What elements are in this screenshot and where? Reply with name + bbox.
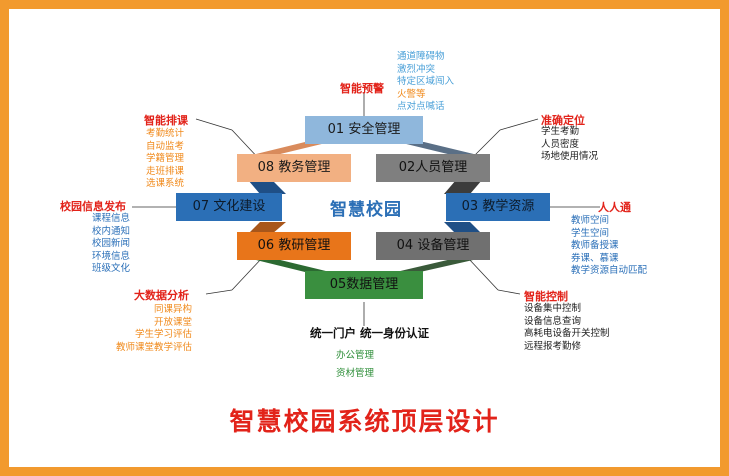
list-item: 激烈冲突	[397, 63, 436, 75]
page-title: 智慧校园系统顶层设计	[229, 407, 500, 436]
equipment-list: 设备集中控制 设备信息查询 高耗电设备开关控制 远程报考勤修	[524, 303, 610, 353]
module-01-safety[interactable]: 01 安全管理	[305, 116, 423, 144]
list-item: 校园新闻	[92, 238, 131, 250]
module-06-label: 06 教研管理	[257, 238, 331, 253]
list-item: 考勤统计	[146, 128, 185, 139]
equipment-heading: 智能控制	[524, 290, 568, 303]
module-06-research[interactable]: 06 教研管理	[237, 232, 351, 260]
list-item: 场地使用情况	[541, 151, 599, 163]
affairs-heading: 智能排课	[144, 114, 188, 127]
list-item: 通道障碍物	[397, 51, 445, 62]
list-item: 特定区域闯入	[397, 76, 455, 88]
list-item: 办公管理	[336, 350, 375, 361]
list-item: 走班排课	[146, 165, 185, 177]
module-05-data[interactable]: 05数据管理	[305, 271, 423, 299]
line-equipment	[467, 257, 499, 291]
list-item: 人员密度	[541, 138, 580, 150]
personnel-list: 学生考勤 人员密度 场地使用情况	[541, 126, 598, 164]
list-item: 开放课堂	[153, 316, 192, 328]
resources-list: 教师空间 学生空间 教师备授课 券课、慕课 教学资源自动匹配	[571, 215, 647, 278]
list-item: 选课系统	[146, 178, 185, 190]
module-08-label: 08 教务管理	[257, 160, 331, 175]
module-03-label: 03 教学资源	[461, 199, 535, 214]
list-item: 学生学习评估	[134, 329, 192, 341]
list-item: 火警等	[397, 88, 426, 100]
ribbon-02-03	[444, 180, 482, 194]
list-item: 课程信息	[92, 213, 131, 224]
module-02-personnel[interactable]: 02人员管理	[376, 154, 490, 182]
module-07-label: 07 文化建设	[192, 199, 266, 214]
resources-heading: 人人通	[598, 201, 631, 214]
list-item: 校内通知	[92, 225, 131, 237]
list-item: 教师备授课	[571, 240, 619, 252]
ribbon-01-08	[248, 142, 330, 156]
safety-heading: 智能预警	[340, 82, 384, 95]
list-item: 点对点喊话	[397, 101, 445, 113]
personnel-heading: 准确定位	[541, 114, 585, 127]
module-05-label: 05数据管理	[329, 277, 399, 292]
module-07-culture[interactable]: 07 文化建设	[176, 193, 282, 221]
list-item: 设备信息查询	[524, 315, 582, 327]
ribbon-06-05	[248, 258, 330, 272]
list-item: 自动监考	[146, 140, 185, 152]
list-item: 学生空间	[571, 227, 610, 239]
safety-list: 通道障碍物 激烈冲突 特定区域闯入 火警等 点对点喊话	[397, 51, 454, 114]
affairs-list: 考勤统计 自动监考 学籍管理 走班排课 选课系统	[146, 128, 184, 191]
list-item: 远程报考勤修	[524, 340, 582, 352]
research-list: 同课异构 开放课堂 学生学习评估 教师课堂教学评估	[112, 304, 192, 354]
list-item: 资材管理	[336, 368, 375, 379]
list-item: 教师课堂教学评估	[115, 341, 192, 353]
module-08-affairs[interactable]: 08 教务管理	[237, 154, 351, 182]
list-item: 学籍管理	[146, 153, 185, 165]
module-04-equipment[interactable]: 04 设备管理	[376, 232, 490, 260]
culture-list: 课程信息 校内通知 校园新闻 环境信息 班级文化	[92, 213, 130, 276]
module-04-label: 04 设备管理	[396, 238, 470, 253]
research-heading: 大数据分析	[134, 289, 189, 302]
list-item: 设备集中控制	[524, 303, 582, 314]
list-item: 教师空间	[571, 215, 610, 226]
list-item: 券课、慕课	[571, 252, 619, 264]
list-item: 高耗电设备开关控制	[524, 328, 610, 340]
ribbon-03-04	[444, 222, 482, 234]
list-item: 同课异构	[153, 304, 192, 315]
list-item: 学生考勤	[541, 126, 580, 137]
module-03-resources[interactable]: 03 教学资源	[446, 193, 550, 221]
list-item: 教学资源自动匹配	[571, 265, 648, 277]
center-label: 智慧校园	[330, 200, 402, 220]
list-item: 环境信息	[92, 250, 131, 262]
ribbon-04-05	[396, 258, 482, 272]
ribbon-01-02	[398, 142, 482, 156]
module-01-label: 01 安全管理	[327, 122, 401, 137]
data-list: 办公管理 资材管理	[336, 347, 374, 383]
ribbon-07-06	[248, 222, 286, 234]
ribbon-08-07	[248, 180, 286, 194]
module-02-label: 02人员管理	[398, 160, 468, 175]
data-heading: 统一门户 统一身份认证	[310, 326, 430, 340]
list-item: 班级文化	[92, 263, 131, 275]
culture-heading: 校园信息发布	[60, 200, 126, 213]
line-research	[231, 257, 263, 291]
